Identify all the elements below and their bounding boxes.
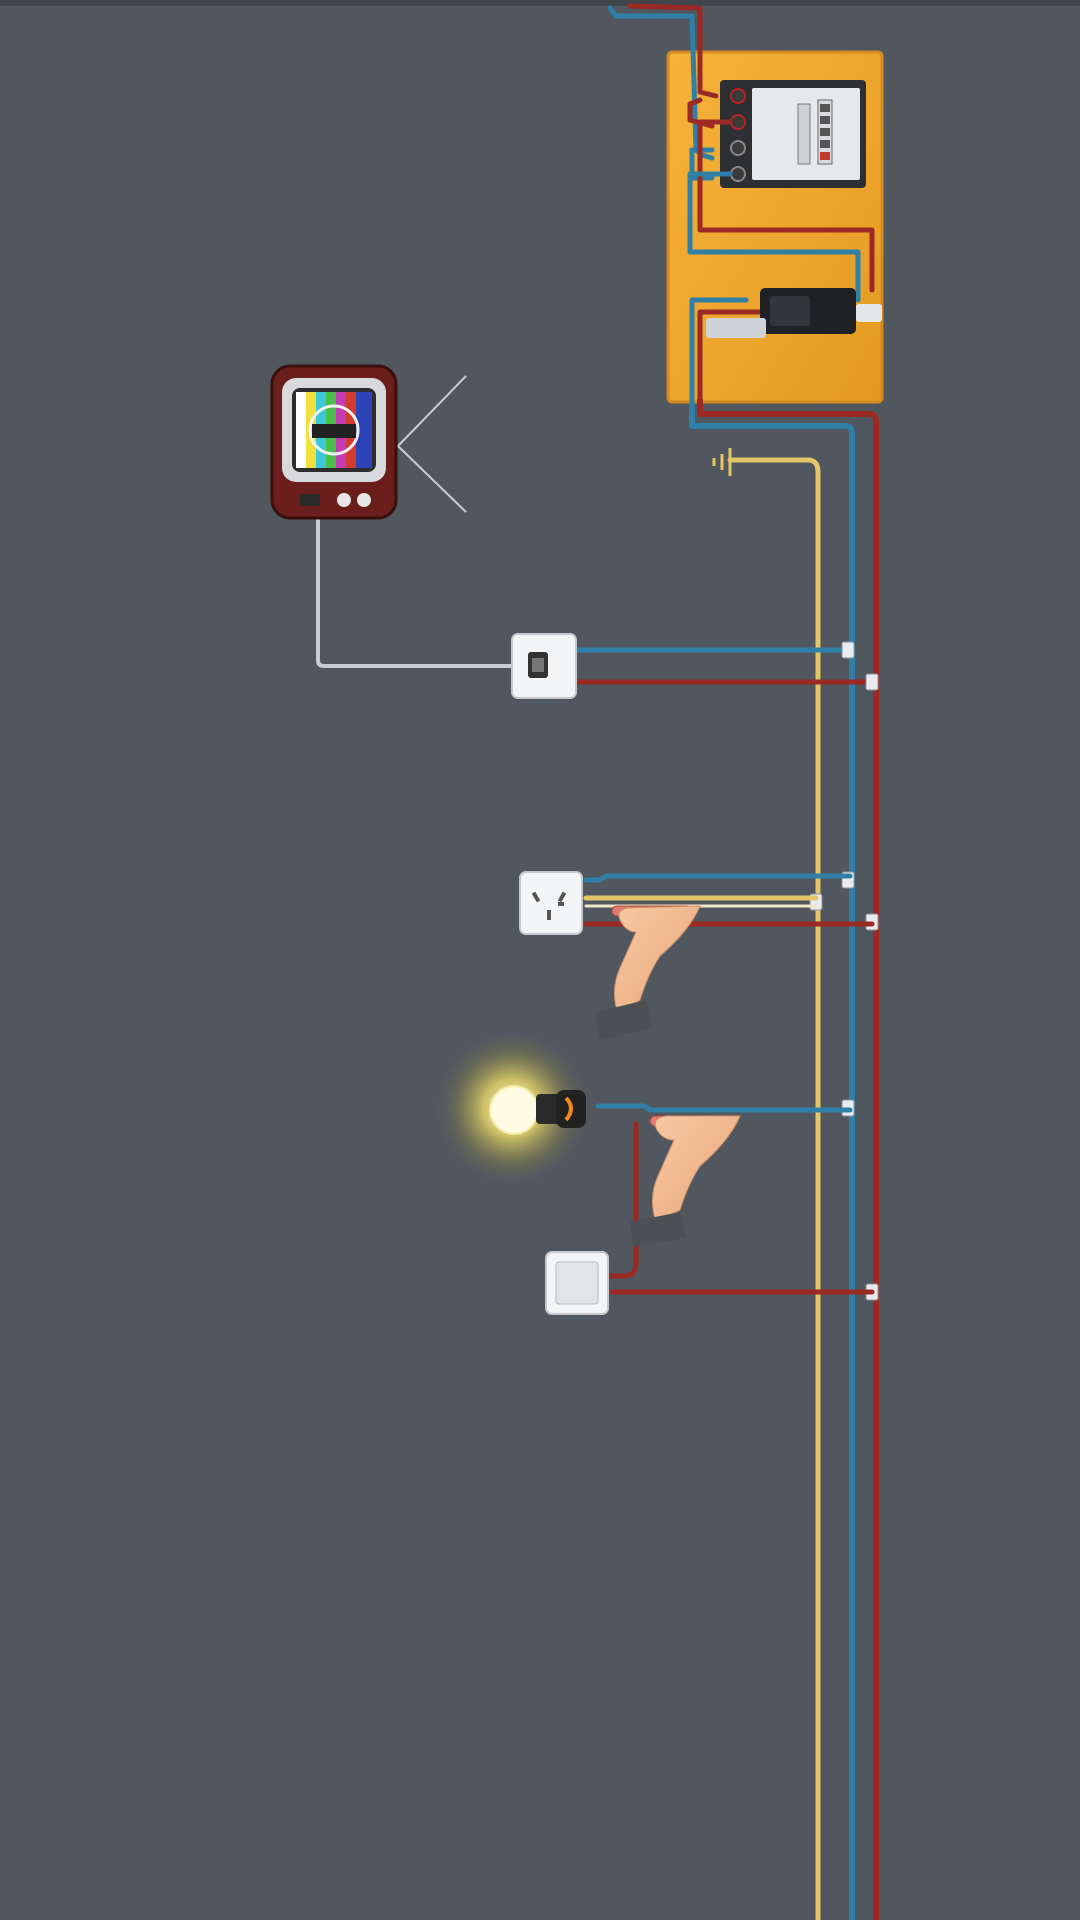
- ground-icon: [712, 448, 732, 476]
- light-branch-wires: [595, 1103, 875, 1295]
- outlet-icon[interactable]: [519, 871, 583, 935]
- television-icon[interactable]: [270, 364, 467, 520]
- bulb-icon[interactable]: [489, 1085, 586, 1135]
- board-internal-wires: [687, 119, 875, 407]
- switch-icon[interactable]: [545, 1251, 609, 1315]
- top-status-strip: [0, 0, 1080, 6]
- electric-meter-icon[interactable]: [720, 80, 866, 188]
- cable-socket-icon[interactable]: [511, 633, 577, 699]
- tv-branch-wires: [316, 518, 875, 685]
- main-bus-wires: [689, 397, 879, 1920]
- voltage-tester-hand-icon[interactable]: [596, 905, 701, 1040]
- voltage-tester-hand-icon[interactable]: [630, 1115, 741, 1246]
- circuit-breaker-icon[interactable]: [706, 288, 882, 338]
